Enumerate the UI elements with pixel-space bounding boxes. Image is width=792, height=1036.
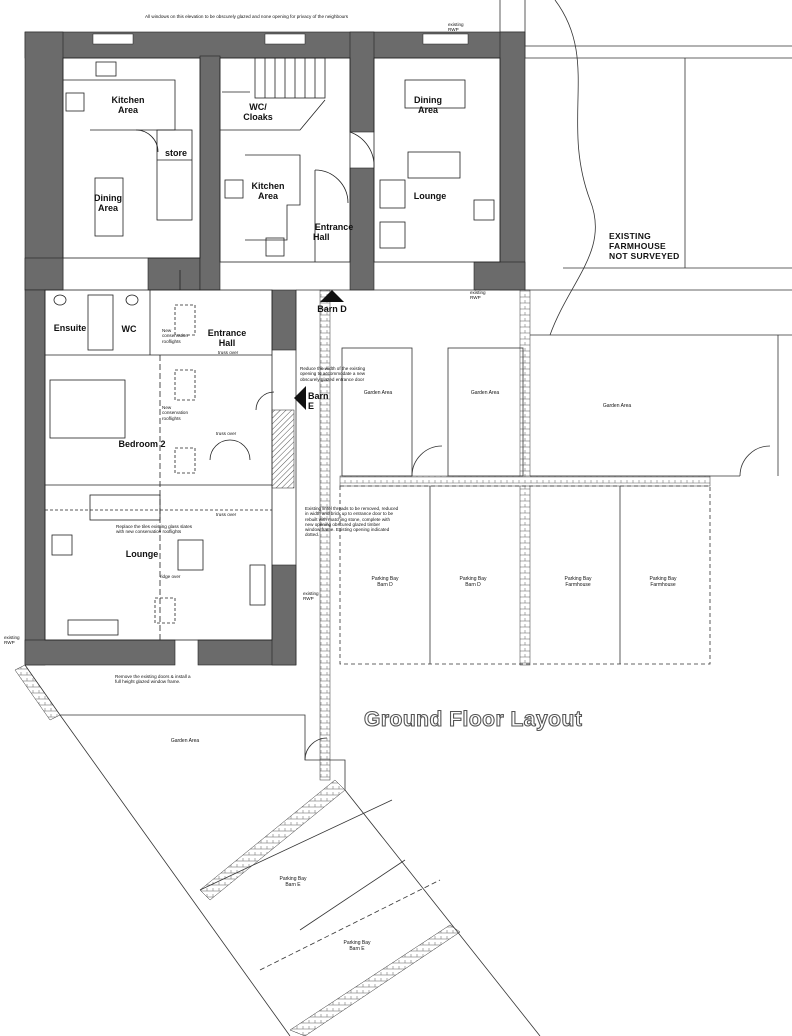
garden-area-3: Garden Area xyxy=(602,403,632,409)
room-wc-cloaks: WC/ Cloaks xyxy=(238,102,278,123)
note-remove-doors: Remove the existing doors & install a fu… xyxy=(115,674,215,685)
parking-line: Parking Bay xyxy=(371,576,399,582)
barn-d-label: Barn D xyxy=(317,304,347,314)
room-label-line: WC/ xyxy=(249,102,267,112)
note-line: with new conservation rooflights xyxy=(116,529,182,535)
note-line: conservation xyxy=(162,410,189,416)
room-label-line: Entrance xyxy=(207,328,247,338)
room-dining-right: Dining Area xyxy=(408,95,448,116)
garden-area-4: Garden Area xyxy=(170,738,200,744)
room-label-line: Hall xyxy=(218,338,236,349)
ridge-over: ridge over xyxy=(160,574,181,579)
room-lounge-e: Lounge xyxy=(125,549,159,559)
farmhouse-note-line: NOT SURVEYED xyxy=(609,250,680,261)
parking-bay-3: Parking Bay Farmhouse xyxy=(556,576,600,589)
site-boundaries xyxy=(24,289,792,1036)
barn-e-label-line: E xyxy=(308,401,315,412)
parking-line: Parking Bay xyxy=(459,576,487,582)
parking-bay-2: Parking Bay Barn D xyxy=(453,576,493,589)
top-note: All windows on this elevation to be obsc… xyxy=(145,14,349,19)
parking-line: Farmhouse xyxy=(650,581,676,588)
barn-d-internal xyxy=(62,57,501,290)
room-label-line: Area xyxy=(97,203,118,214)
parking-line: Farmhouse xyxy=(565,581,591,588)
parking-line: Barn E xyxy=(285,881,301,888)
room-label-line: Entrance xyxy=(314,222,354,232)
parking-line: Parking Bay xyxy=(564,576,592,582)
room-bedroom-2: Bedroom 2 xyxy=(118,439,166,449)
room-label-line: Area xyxy=(257,191,278,202)
note-line: New xyxy=(162,405,172,410)
parking-line: Parking Bay xyxy=(279,876,307,882)
farmhouse-note-line: FARMHOUSE xyxy=(609,240,667,251)
barn-d-walls xyxy=(24,31,526,291)
existing-rwp-left: existing RWP xyxy=(4,635,20,646)
barn-e-internal xyxy=(44,289,275,641)
farmhouse-note: EXISTING FARMHOUSE NOT SURVEYED xyxy=(609,231,699,261)
note-replace-tiles: Replace the tiles existing glass slates … xyxy=(116,524,196,535)
parking-bay-1: Parking Bay Barn D xyxy=(365,576,405,589)
note-rooflights-1: New conservation rooflights xyxy=(162,328,192,344)
room-entrance-hall-d: Entrance Hall xyxy=(313,222,355,243)
parking-line: Barn D xyxy=(465,581,481,588)
drawing-title: Ground Floor Layout xyxy=(363,707,583,731)
room-label-line: Dining xyxy=(414,95,442,105)
garden-area-2: Garden Area xyxy=(470,390,500,396)
room-kitchen-left: Kitchen Area xyxy=(105,95,151,116)
note-line: conservation xyxy=(162,333,189,339)
truss-over-2: truss over xyxy=(216,431,237,436)
parking-bay-e-2: Parking Bay Barn E xyxy=(337,940,377,953)
note-line: New xyxy=(162,328,172,333)
room-label-line: Dining xyxy=(94,193,122,203)
barn-e-walls xyxy=(24,289,297,666)
room-label-line: Cloaks xyxy=(243,112,273,123)
parking-line: Parking Bay xyxy=(649,576,677,582)
room-lounge-d: Lounge xyxy=(413,191,447,201)
truss-over-3: truss over xyxy=(216,512,237,517)
truss-over-1: truss over xyxy=(218,350,239,355)
existing-rwp-right: existing RWP xyxy=(470,290,486,301)
note-line: Existing lintel threads to be removed, r… xyxy=(305,506,399,511)
room-label-line: Kitchen xyxy=(251,181,285,191)
note-line: Reduce the width of the existing xyxy=(300,366,366,371)
note-line: obscurely glazed entrance door xyxy=(300,376,365,382)
room-ensuite: Ensuite xyxy=(53,323,87,333)
existing-rwp-top: existing RWP xyxy=(448,22,464,33)
farmhouse-note-line: EXISTING xyxy=(609,231,652,241)
barn-e-label: Barn E xyxy=(308,391,329,412)
parking-bay-4: Parking Bay Farmhouse xyxy=(641,576,685,589)
room-kitchen-mid: Kitchen Area xyxy=(245,181,291,202)
note-line: in width and brick up to entrance door t… xyxy=(305,511,394,517)
note-line: Remove the existing doors & install a xyxy=(115,674,191,679)
room-label-line: Hall xyxy=(313,232,330,243)
note-line: dotted. xyxy=(305,532,320,538)
note-line: window frame. Existing opening indicated xyxy=(305,527,390,533)
note-lintel: Existing lintel threads to be removed, r… xyxy=(305,506,410,538)
room-dining-left: Dining Area xyxy=(88,193,128,214)
parking-line: Barn E xyxy=(349,945,365,952)
room-label-line: Kitchen xyxy=(111,95,145,105)
parking-line: Parking Bay xyxy=(343,940,371,946)
note-line: new opening obscured glazed timber xyxy=(305,521,381,527)
garden-area-1: Garden Area xyxy=(363,390,393,396)
note-rooflights-2: New conservation rooflights xyxy=(162,405,192,421)
parking-bay-e-1: Parking Bay Barn E xyxy=(273,876,313,889)
note-line: Replace the tiles existing glass slates xyxy=(116,524,193,529)
note-line: rooflights xyxy=(162,415,181,421)
room-label-line: Area xyxy=(117,105,138,116)
room-store: store xyxy=(164,148,187,158)
note-line: full height glazed window frame. xyxy=(115,679,181,685)
room-wc-e: WC xyxy=(121,324,137,334)
note-line: rebuilt with matching stone, complete wi… xyxy=(305,516,391,522)
note-reduce-opening: Reduce the width of the existing opening… xyxy=(300,366,380,382)
parking-line: Barn D xyxy=(377,581,393,588)
existing-rwp-mid: existing RWP xyxy=(303,591,319,602)
note-line: opening to accommodate a new xyxy=(300,371,366,377)
note-line: rooflights xyxy=(162,338,181,344)
room-entrance-hall-e: Entrance Hall xyxy=(200,328,254,349)
barn-e-label-line: Barn xyxy=(308,391,329,401)
room-label-line: Area xyxy=(417,105,438,116)
